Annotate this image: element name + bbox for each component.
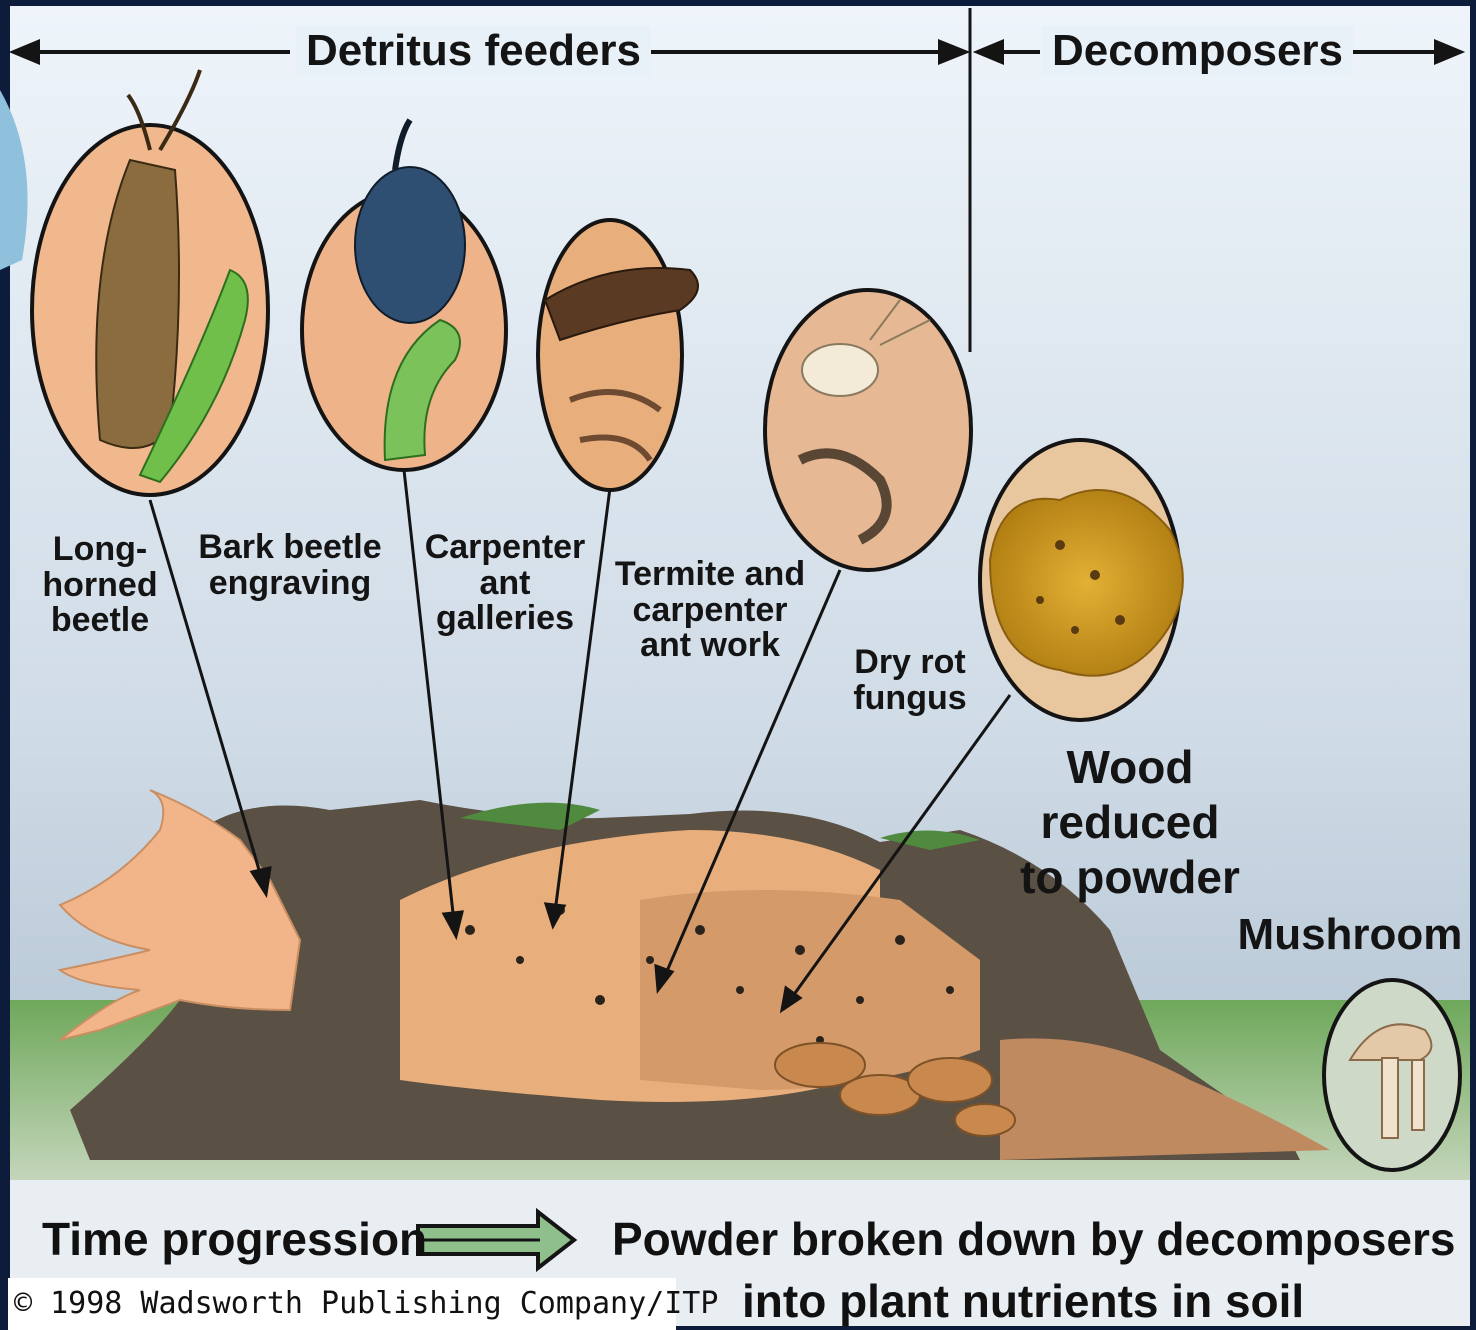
powder-caption-line2: into plant nutrients in soil xyxy=(742,1274,1304,1328)
copyright-notice: © 1998 Wadsworth Publishing Company/ITP xyxy=(8,1278,676,1330)
powder-caption-line1: Powder broken down by decomposers xyxy=(612,1212,1456,1266)
detritus-feeders-header: Detritus feeders xyxy=(296,26,651,76)
mushroom-circle xyxy=(1324,980,1460,1170)
label-wood-reduced: Wood reduced to powder xyxy=(1010,740,1250,906)
termite-circle xyxy=(765,290,971,570)
decomposers-header: Decomposers xyxy=(1042,26,1353,76)
label-mushroom: Mushroom xyxy=(1230,912,1470,958)
label-termite: Termite and carpenter ant work xyxy=(605,557,815,664)
label-carpenter-ant: Carpenter ant galleries xyxy=(410,530,600,637)
time-progression-label: Time progression xyxy=(42,1212,427,1266)
label-longhorned-beetle: Long- horned beetle xyxy=(30,532,170,639)
label-bark-beetle: Bark beetle engraving xyxy=(185,530,395,601)
label-dry-rot-fungus: Dry rot fungus xyxy=(840,645,980,716)
dry-rot-fungus-circle xyxy=(980,440,1183,720)
